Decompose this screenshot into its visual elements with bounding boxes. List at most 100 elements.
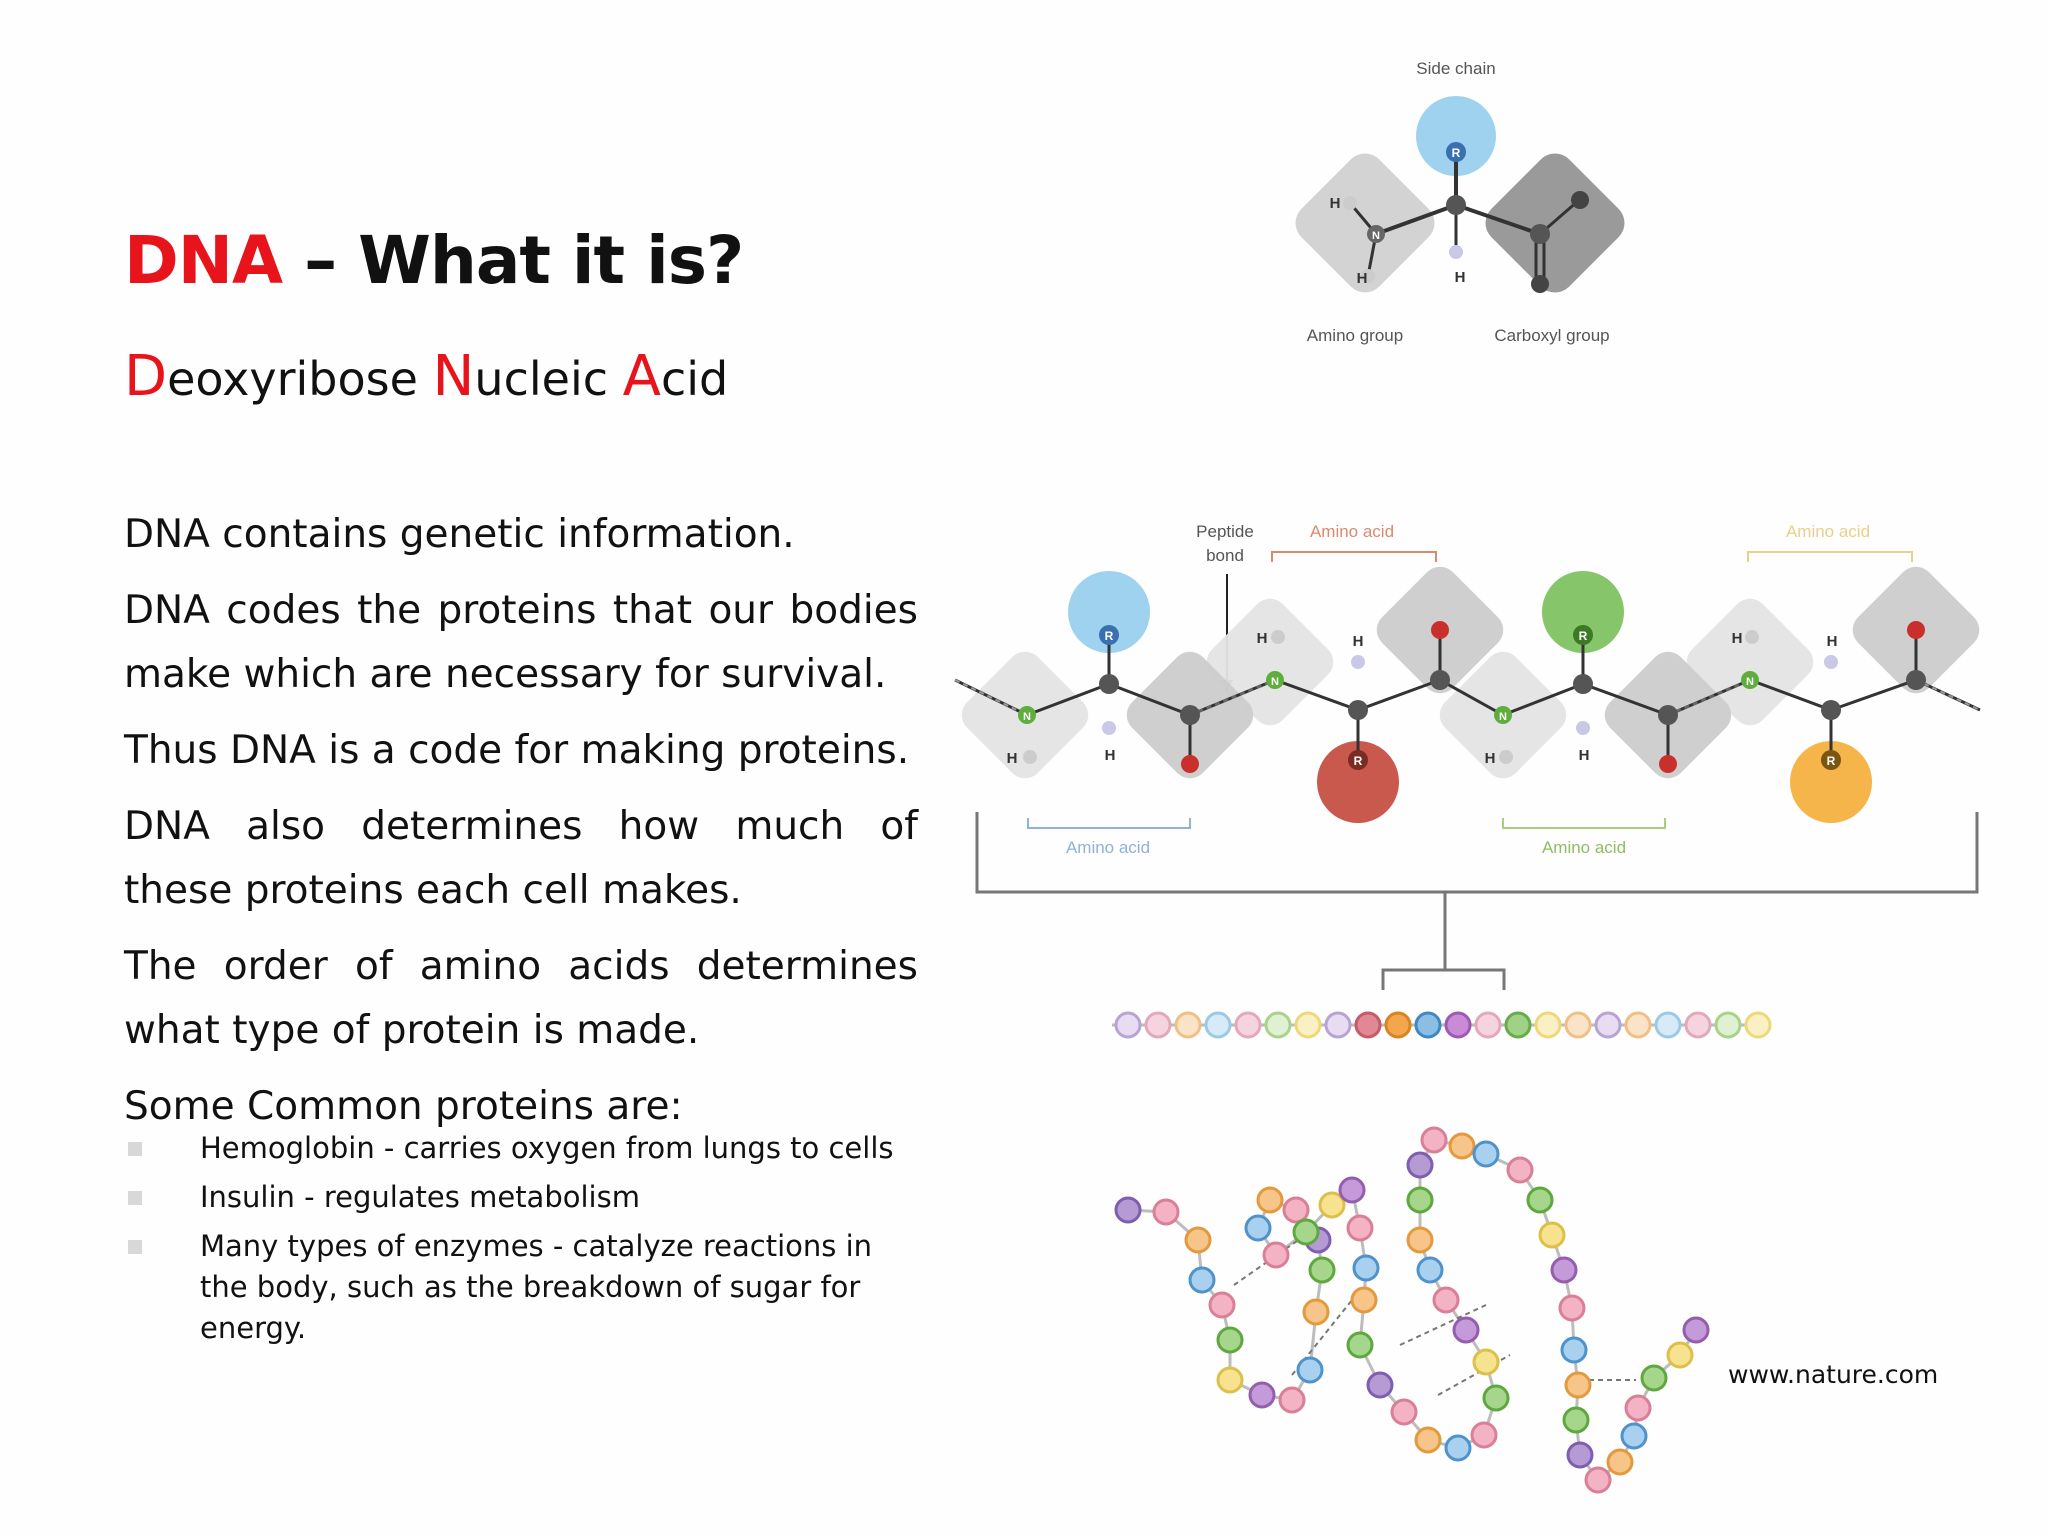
- subtitle-word-3: cid: [660, 352, 729, 406]
- svg-text:H: H: [1105, 747, 1116, 764]
- amino-acid-bead: [1562, 1406, 1590, 1434]
- subtitle-cap-n: N: [432, 344, 475, 409]
- amino-acid-bead: [1448, 1132, 1476, 1160]
- svg-text:H: H: [1732, 630, 1743, 647]
- amino-acid-bead: [1216, 1326, 1244, 1354]
- amino-acid-bead: [1420, 1126, 1448, 1154]
- svg-text:N: N: [1023, 711, 1031, 723]
- amino-acid-bead: [1352, 1254, 1380, 1282]
- svg-text:H: H: [1357, 270, 1368, 287]
- side-chain-circle: [1068, 571, 1150, 653]
- amino-acid-bead: [1640, 1364, 1668, 1392]
- amino-acid-bead: [1406, 1151, 1434, 1179]
- svg-text:H: H: [1007, 750, 1018, 767]
- amino-acid-bead: [1564, 1371, 1592, 1399]
- amino-acid-bead: [1406, 1226, 1434, 1254]
- alpha-carbon-atom: [1446, 195, 1466, 215]
- list-item: Many types of enzymes - catalyze reactio…: [124, 1226, 924, 1349]
- side-chain-circle: [1416, 96, 1496, 176]
- amino-acid-bead: [1606, 1448, 1634, 1476]
- nitrogen-atom: [1367, 225, 1385, 243]
- amino-acid-bead: [1152, 1198, 1180, 1226]
- amino-acid-label: Amino acid: [1310, 522, 1394, 541]
- amino-acid-bead: [1414, 1426, 1442, 1454]
- paragraph: Some Common proteins are:: [124, 1084, 683, 1129]
- amino-acid-label: Amino acid: [1786, 522, 1870, 541]
- svg-text:N: N: [1499, 711, 1507, 723]
- peptide-label: Peptide: [1196, 522, 1254, 541]
- amino-acid-bead: [1350, 1286, 1378, 1314]
- amino-acid-bead: [1296, 1356, 1324, 1384]
- svg-text:R: R: [1452, 146, 1461, 160]
- amino-acid-bead: [1208, 1291, 1236, 1319]
- amino-acid-bead: [1188, 1266, 1216, 1294]
- amino-acid-bead: [1390, 1398, 1418, 1426]
- amino-acid-bead: [1682, 1316, 1710, 1344]
- amino-acid-bead: [1244, 1214, 1272, 1242]
- svg-text:R: R: [1354, 754, 1363, 768]
- svg-text:H: H: [1827, 633, 1838, 650]
- r-atom: [1446, 142, 1466, 162]
- svg-text:N: N: [1746, 676, 1754, 688]
- bond-label: bond: [1206, 546, 1244, 565]
- title-rest: – What it is?: [282, 222, 744, 299]
- amino-acid-bead: [1558, 1294, 1586, 1322]
- amino-acid-bead: [1278, 1386, 1306, 1414]
- protein-list: Hemoglobin - carries oxygen from lungs t…: [124, 1128, 924, 1357]
- peptide-chain: Peptide bond Amino acid Amino acid: [954, 522, 1981, 990]
- carboxyl-group-diamond: [1485, 153, 1625, 293]
- subtitle-cap-a: A: [622, 344, 661, 409]
- amino-acid-bead: [1346, 1214, 1374, 1242]
- svg-text:H: H: [1330, 195, 1341, 212]
- subtitle-word-2: ucleic: [474, 352, 623, 406]
- svg-text:N: N: [1372, 230, 1380, 242]
- amino-acid-bead: [1620, 1422, 1648, 1450]
- amino-acid-label: Amino acid: [1542, 838, 1626, 857]
- slide-title: DNA – What it is?: [124, 222, 744, 299]
- side-chain-label: Side chain: [1416, 59, 1495, 78]
- amino-acid-bead: [1472, 1140, 1500, 1168]
- amino-acid-bead: [1292, 1218, 1320, 1246]
- carboxyl-group-label: Carboxyl group: [1494, 326, 1609, 345]
- amino-acid-bead: [1432, 1286, 1460, 1314]
- amino-acid-bead: [1114, 1196, 1142, 1224]
- slide-subtitle: Deoxyribose Nucleic Acid: [124, 344, 728, 409]
- svg-text:H: H: [1455, 269, 1466, 286]
- paragraph: The order of amino acids determines what…: [124, 944, 918, 1053]
- amino-acid-bead: [1248, 1381, 1276, 1409]
- amino-acid-bead: [1584, 1466, 1612, 1494]
- amino-acid-bead: [1666, 1341, 1694, 1369]
- svg-text:R: R: [1827, 754, 1836, 768]
- amino-acid-bead: [1184, 1226, 1212, 1254]
- side-chain-circle: [1542, 571, 1624, 653]
- amino-acid-bead: [1506, 1156, 1534, 1184]
- svg-text:R: R: [1579, 629, 1588, 643]
- svg-text:H: H: [1579, 747, 1590, 764]
- amino-acid-bead: [1302, 1298, 1330, 1326]
- amino-acid-bead: [1416, 1256, 1444, 1284]
- chain-bracket: [975, 812, 1979, 894]
- amino-acid-bead: [1472, 1348, 1500, 1376]
- amino-acid-bead: [1346, 1331, 1374, 1359]
- svg-text:N: N: [1271, 676, 1279, 688]
- amino-acid-bead: [1262, 1241, 1290, 1269]
- svg-text:H: H: [1485, 750, 1496, 767]
- svg-text:R: R: [1105, 629, 1114, 643]
- amino-acid-bead: [1338, 1176, 1366, 1204]
- bullet-square-icon: [128, 1142, 142, 1156]
- amino-acid-bead: [1406, 1186, 1434, 1214]
- paragraph: DNA contains genetic information.: [124, 512, 795, 557]
- svg-text:H: H: [1353, 633, 1364, 650]
- folded-protein-chain: [1114, 1126, 1710, 1494]
- amino-acid-bead: [1216, 1366, 1244, 1394]
- amino-acid-bead: [1470, 1421, 1498, 1449]
- amino-acid-bead: [1550, 1256, 1578, 1284]
- amino-acid-bead: [1308, 1256, 1336, 1284]
- amino-acid-bead: [1282, 1196, 1310, 1224]
- amino-acid-structure: Side chain R N H H H: [1295, 59, 1625, 345]
- source-credit: www.nature.com: [1728, 1360, 1939, 1389]
- amino-acid-bead: [1624, 1394, 1652, 1422]
- side-chain-circle: [1790, 741, 1872, 823]
- paragraph: DNA codes the proteins that our bodies m…: [124, 588, 918, 697]
